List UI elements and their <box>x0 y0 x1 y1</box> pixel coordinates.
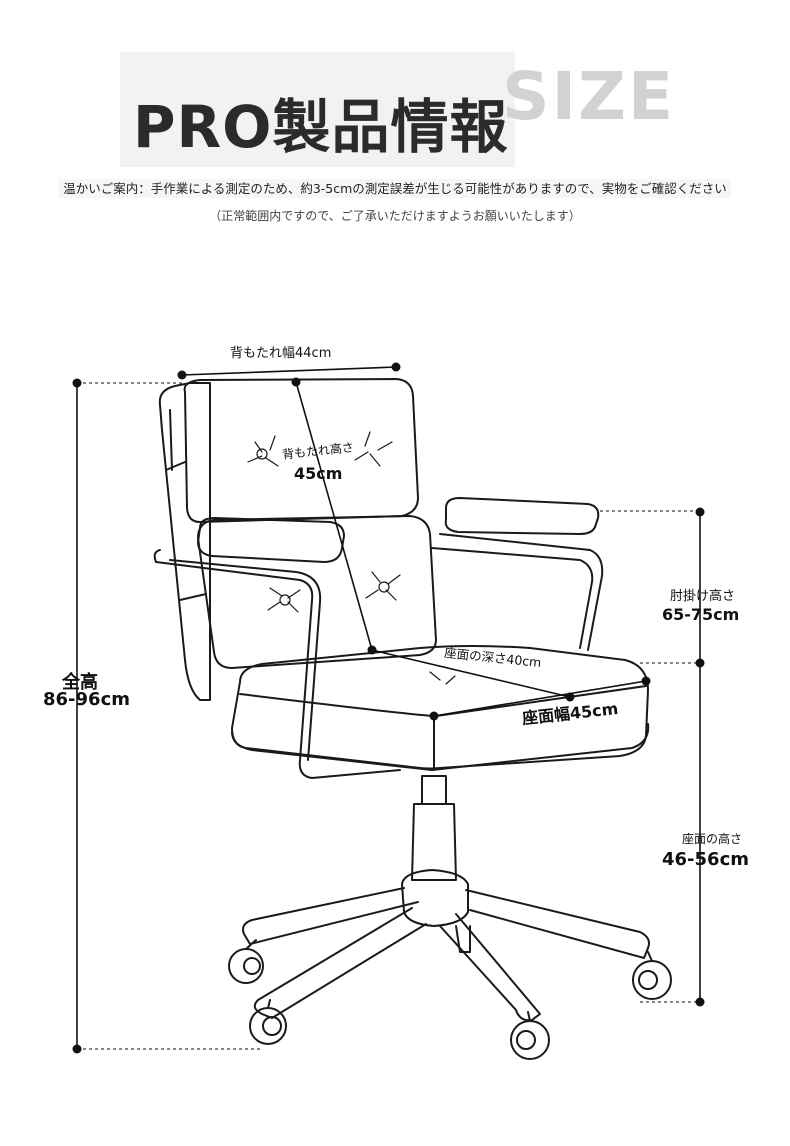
page-title: PRO製品情報 <box>133 93 509 161</box>
backrest-frame-rails <box>165 409 207 601</box>
right-armrest-frame <box>431 533 604 651</box>
left-armrest-pad <box>197 517 345 563</box>
base-leg-back <box>455 925 471 953</box>
total-height-label: 全高 <box>62 672 98 693</box>
tufting <box>247 431 456 685</box>
backrest-height-value: 45cm <box>294 464 343 483</box>
armrest-height-value: 65-75cm <box>662 605 740 624</box>
title-background <box>120 52 515 167</box>
backrest-cushion <box>183 378 419 523</box>
backrest-lower-cushion <box>197 515 437 669</box>
seat-height-value: 46-56cm <box>662 849 749 870</box>
base-leg-left-front <box>253 907 427 1019</box>
measurement-notice-note: （正常範囲内ですので、ご了承いただけますようお願いいたします） <box>209 209 581 223</box>
right-armrest-pad <box>444 497 600 535</box>
seat-width-line <box>433 680 647 717</box>
seat-depth-line <box>371 649 571 698</box>
total-height-value: 86-96cm <box>43 689 130 710</box>
measurement-notice-text: 温かいご案内：手作業による測定のため、約3-5cmの測定誤差が生じる可能性があり… <box>59 179 731 198</box>
measurement-notice: 温かいご案内：手作業による測定のため、約3-5cmの測定誤差が生じる可能性があり… <box>0 178 790 198</box>
left-armrest-frame-inner <box>169 559 322 761</box>
gas-lift <box>411 775 457 881</box>
dimension-guides <box>77 382 700 1050</box>
left-armrest-frame <box>153 549 401 779</box>
backrest-width-label: 背もたれ幅44cm <box>230 346 332 361</box>
base-leg-right-back <box>465 889 650 959</box>
seat-height-label: 座面の高さ <box>682 832 743 846</box>
seat-bottom <box>231 723 650 771</box>
backrest-height-line <box>295 381 373 651</box>
size-heading: SIZE <box>502 58 676 135</box>
dimension-endpoints <box>72 362 705 1054</box>
base-hub <box>401 869 469 927</box>
base-leg-right-front <box>439 913 541 1022</box>
backrest-frame <box>158 382 211 701</box>
backrest-width-line <box>181 366 397 376</box>
base-leg-left-back <box>242 887 419 945</box>
casters <box>228 939 672 1060</box>
armrest-height-label: 肘掛け高さ <box>670 589 736 604</box>
